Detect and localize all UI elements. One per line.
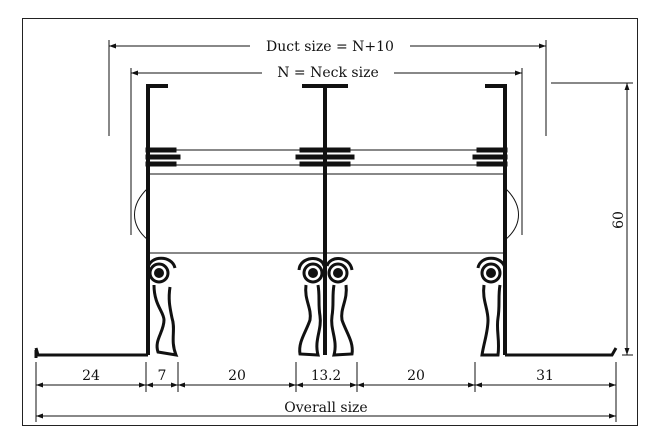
segment-label: 20 <box>407 368 425 384</box>
segment-label: 20 <box>228 368 246 384</box>
duct-size-dimension: Duct size = N+10 <box>108 36 547 136</box>
segment-label: 31 <box>536 368 554 384</box>
overall-size-dimension: Overall size <box>36 398 616 419</box>
segment-dimensions: 24 7 20 13.2 20 31 <box>35 362 617 422</box>
segment-label: 24 <box>82 368 100 384</box>
height-dimension: 60 <box>551 82 633 356</box>
bottom-flange <box>34 347 618 358</box>
left-frame-section <box>145 84 181 357</box>
right-frame-section <box>472 84 508 357</box>
center-frame-section <box>295 84 355 357</box>
segment-label: 13.2 <box>311 368 341 384</box>
drawing-frame <box>22 18 638 426</box>
neck-size-label: N = Neck size <box>277 65 379 81</box>
segment-label: 7 <box>158 368 167 384</box>
overall-size-label: Overall size <box>284 400 367 416</box>
neck-size-dimension: N = Neck size <box>130 62 523 235</box>
height-label: 60 <box>611 211 627 229</box>
duct-size-label: Duct size = N+10 <box>266 39 394 55</box>
